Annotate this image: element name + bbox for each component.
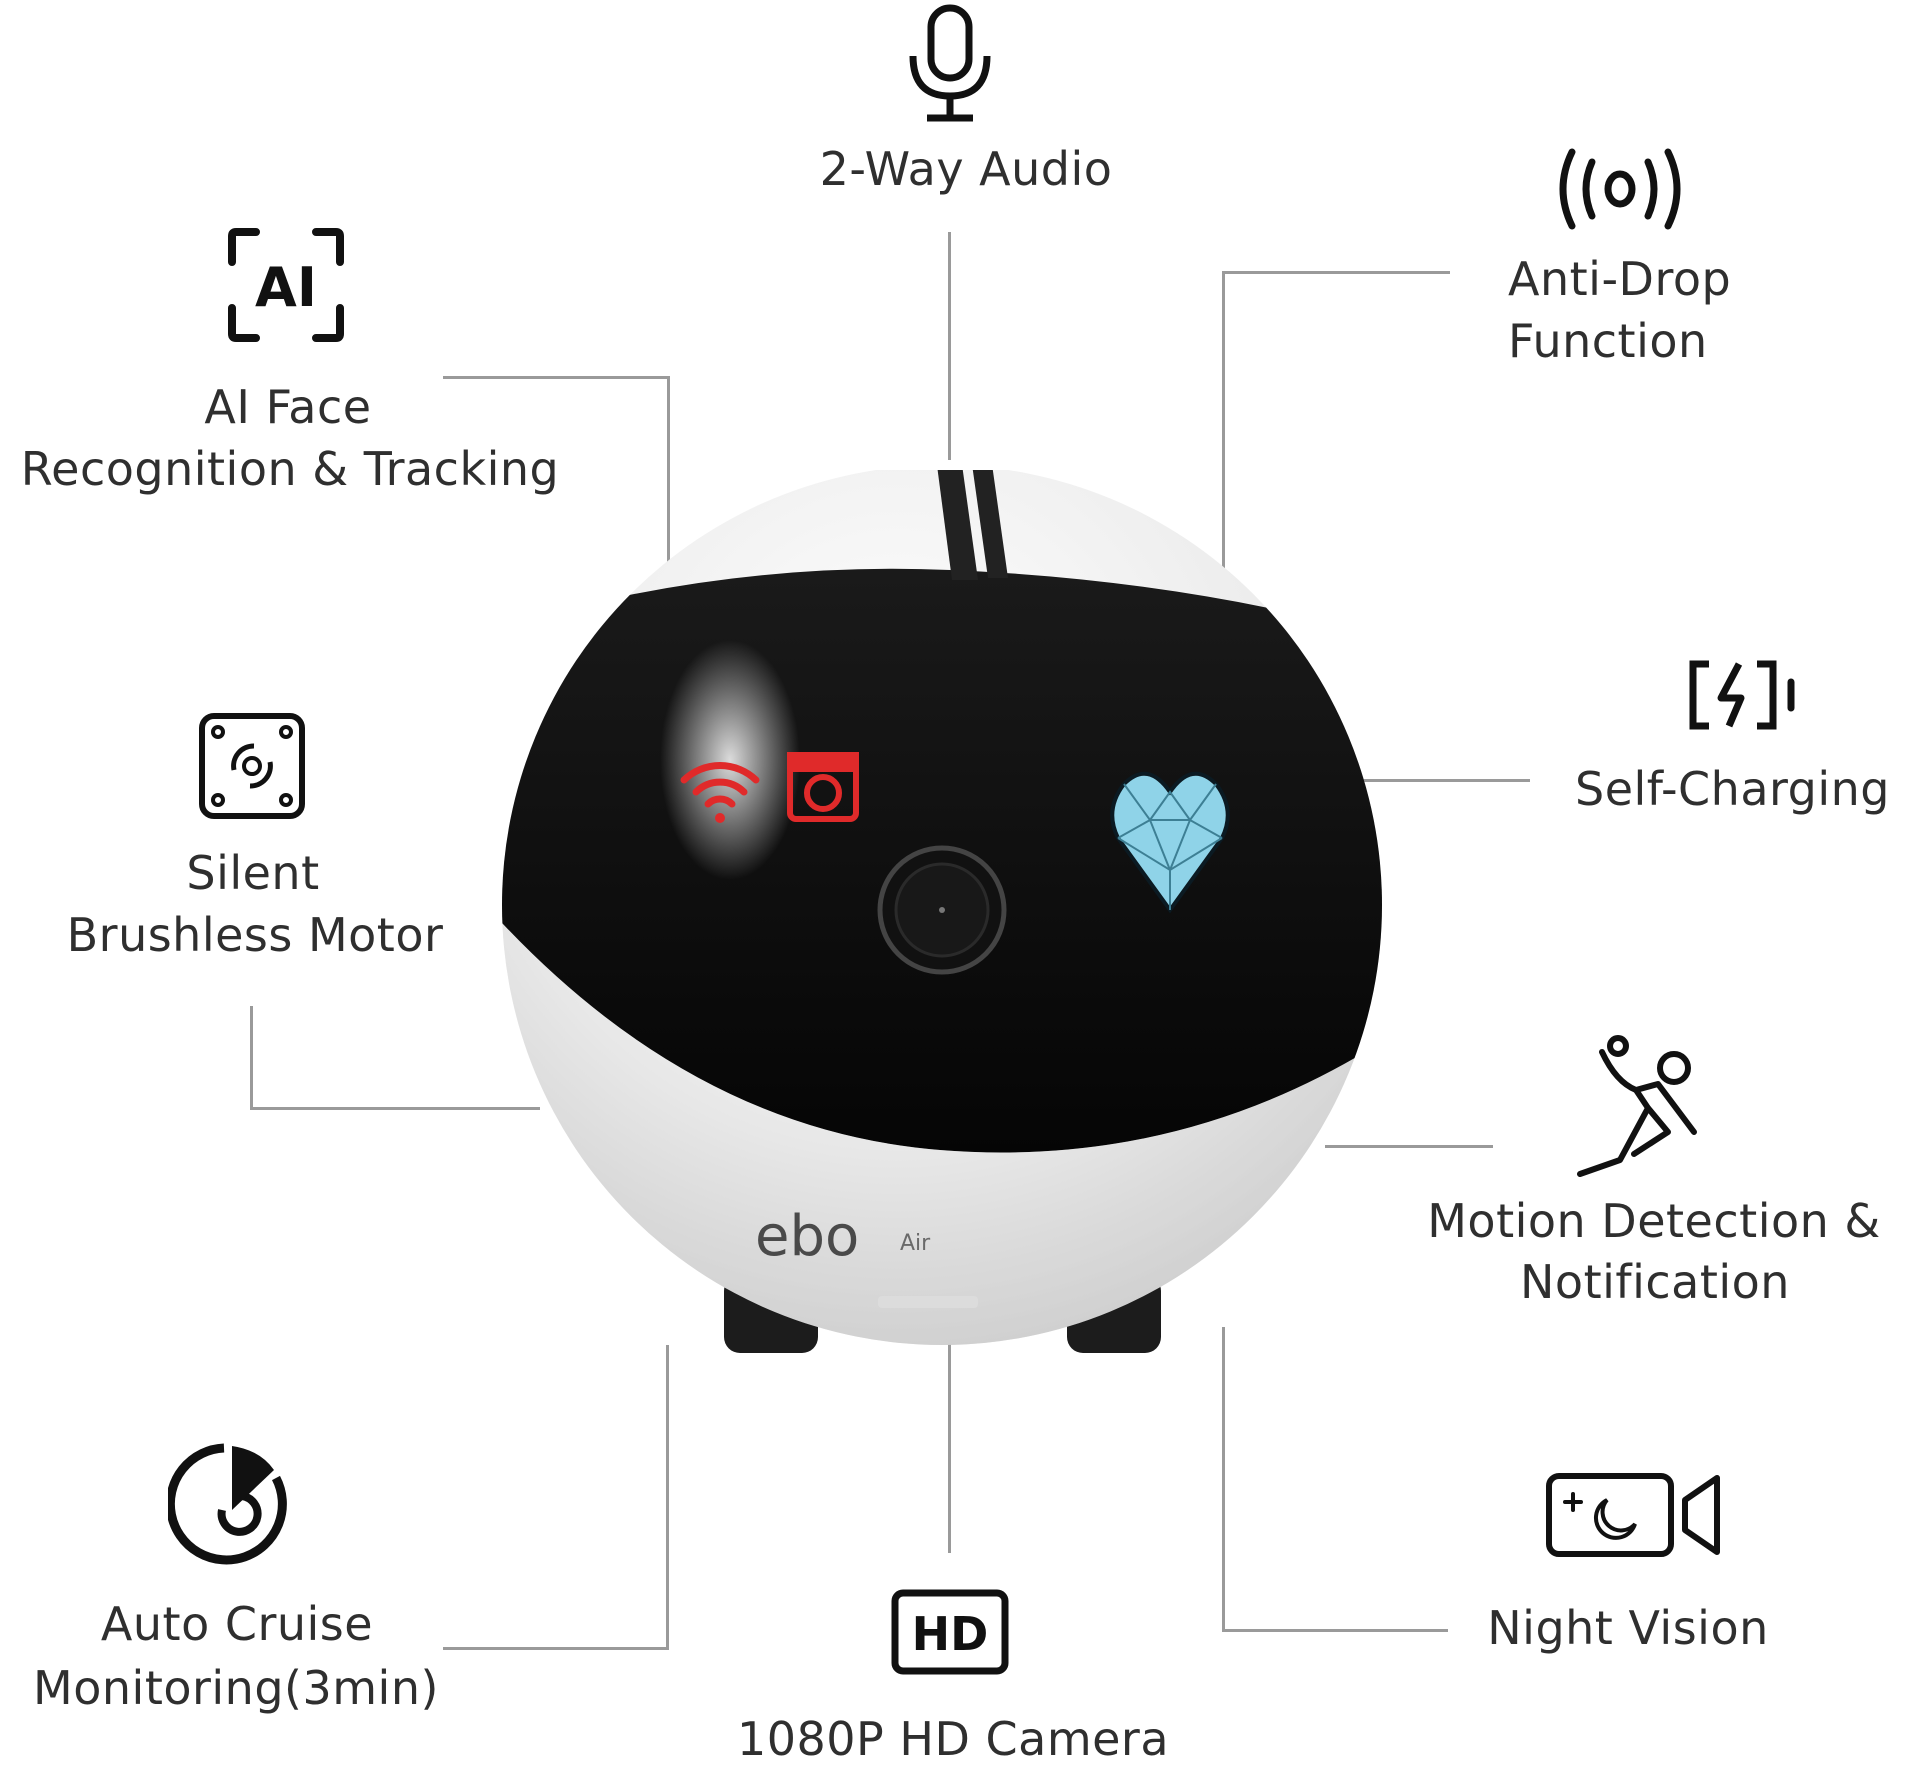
feature-antidrop-label-1: Anti-Drop	[1508, 252, 1732, 306]
connector-ai-v	[667, 376, 670, 562]
ebo-robot-image: ebo Air	[502, 470, 1382, 1353]
connector-cruise-h	[443, 1647, 669, 1650]
feature-audio	[905, 4, 995, 124]
connector-antidrop-v	[1222, 271, 1225, 573]
battery-charging-icon	[1689, 660, 1795, 730]
feature-ai-label-1: AI Face	[204, 380, 372, 434]
connector-motor-v	[250, 1006, 253, 1110]
microphone-icon	[909, 4, 991, 122]
connector-motor-h	[250, 1107, 540, 1110]
feature-motion-label-1: Motion Detection &	[1427, 1194, 1881, 1248]
feature-night-label: Night Vision	[1487, 1601, 1769, 1655]
connector-motion	[1325, 1145, 1493, 1148]
svg-text:AI: AI	[255, 256, 317, 319]
feature-antidrop	[1552, 146, 1688, 232]
feature-cruise	[168, 1440, 296, 1568]
connector-charging	[1355, 779, 1530, 782]
feature-motion-label-2: Notification	[1520, 1255, 1790, 1309]
wifi-status-icon	[680, 762, 760, 823]
connector-hd	[948, 1309, 951, 1553]
feature-motor	[198, 712, 306, 820]
feature-motor-label-1: Silent	[186, 846, 320, 900]
signal-waves-icon	[1559, 148, 1681, 230]
feature-hd: HD	[890, 1588, 1010, 1676]
connector-audio	[948, 232, 951, 460]
feature-cruise-label-1: Auto Cruise	[100, 1597, 374, 1651]
connector-ai-h	[443, 376, 670, 379]
connector-antidrop-h	[1222, 271, 1450, 274]
camera-status-icon	[787, 752, 859, 822]
feature-cruise-label-2: Monitoring(3min)	[33, 1661, 439, 1715]
feature-hd-label: 1080P HD Camera	[736, 1712, 1170, 1766]
robot-illustration: ebo Air	[490, 470, 1400, 1370]
connector-cruise-v	[666, 1345, 669, 1650]
crystal-heart-icon	[1110, 771, 1230, 914]
hd-icon: HD	[891, 1589, 1009, 1675]
feature-charging	[1687, 660, 1799, 730]
ai-scan-icon: AI	[228, 228, 344, 342]
connector-night-v	[1222, 1327, 1225, 1632]
motor-icon	[199, 713, 305, 819]
svg-text:HD: HD	[912, 1607, 989, 1661]
camera-lens	[877, 845, 1007, 975]
feature-motion	[1576, 1032, 1716, 1177]
feature-motor-label-2: Brushless Motor	[66, 908, 444, 962]
ebo-logo-suffix: Air	[900, 1231, 931, 1256]
running-person-icon	[1577, 1035, 1697, 1177]
feature-ai: AI	[226, 226, 346, 344]
feature-ai-label-2: Recognition & Tracking	[20, 442, 560, 496]
connector-night-h	[1222, 1629, 1448, 1632]
feature-antidrop-label-2: Function	[1508, 314, 1708, 368]
night-vision-camera-icon	[1546, 1473, 1720, 1557]
ebo-logo: ebo	[755, 1204, 859, 1269]
feature-night	[1545, 1470, 1725, 1560]
feature-charging-label: Self-Charging	[1575, 762, 1890, 816]
feature-audio-label: 2-Way Audio	[819, 142, 1113, 196]
radar-icon	[168, 1443, 287, 1565]
